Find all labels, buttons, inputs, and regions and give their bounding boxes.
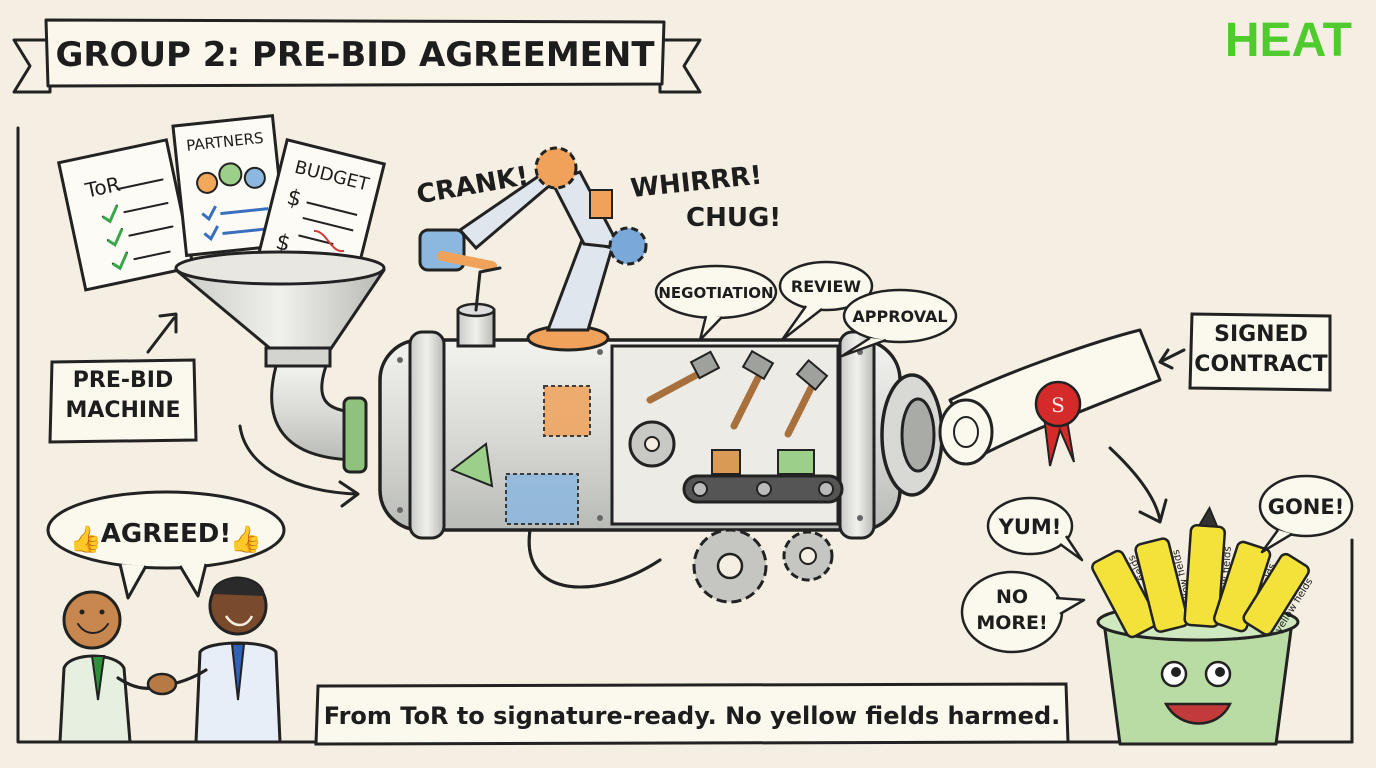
highlighters: yellow fields yellow fields yellow field…: [1091, 505, 1315, 639]
arrow: [238, 424, 358, 496]
bubble-review: REVIEW: [778, 260, 874, 342]
doc-partners: PARTNERS: [171, 114, 288, 258]
caption-box: From ToR to signature-ready. No yellow f…: [314, 682, 1070, 746]
caption-text: From ToR to signature-ready. No yellow f…: [324, 702, 1061, 730]
machine-label-text: PRE-BID MACHINE: [65, 368, 181, 423]
bubble-gone: GONE!: [1258, 474, 1354, 554]
gear-icon: [692, 528, 768, 604]
title-banner: GROUP 2: PRE-BID AGREEMENT: [12, 18, 702, 94]
dollar-icon: $: [284, 185, 304, 213]
doc-tor: ToR: [56, 138, 196, 292]
doc-budget: BUDGET $ $: [255, 138, 387, 288]
bubble-no-more-text: NO MORE!: [976, 586, 1048, 634]
pipe-flange: [342, 396, 368, 474]
lower-pipe-outline: [527, 528, 662, 589]
bubble-gone-text: GONE!: [1268, 495, 1345, 519]
arrow: [1108, 446, 1162, 522]
bubble-approval: APPROVAL: [840, 288, 958, 358]
sound-whirrr: WHIRRR!: [629, 160, 763, 204]
signed-contract-label: SIGNED CONTRACT: [1158, 312, 1332, 392]
bubble-negotiation: NEGOTIATION: [654, 264, 778, 342]
funnel: [174, 250, 386, 368]
pre-bid-machine: [378, 302, 944, 540]
dollar-icon: $: [273, 230, 293, 258]
person-right: [160, 576, 282, 744]
handshake-icon: [146, 672, 178, 696]
wax-seal-icon: S: [1051, 393, 1065, 417]
arrow-head: [1138, 498, 1168, 524]
bubble-yum: YUM!: [986, 496, 1084, 562]
heat-logo: HEAT: [1225, 14, 1352, 67]
robot-arm: [418, 146, 648, 352]
step-approval: APPROVAL: [852, 307, 947, 326]
contract-scroll: S: [938, 328, 1162, 467]
thumbs-up-icon: 👍: [230, 524, 262, 554]
agreed-text: AGREED!: [101, 519, 231, 549]
gear-icon: [782, 530, 834, 582]
person-left: [58, 590, 166, 744]
machine-label: PRE-BID MACHINE: [48, 312, 198, 444]
banner-title: GROUP 2: PRE-BID AGREEMENT: [55, 35, 655, 75]
bubble-yum-text: YUM!: [998, 515, 1062, 539]
signed-contract-text: SIGNED CONTRACT: [1194, 322, 1328, 377]
bubble-no-more: NO MORE!: [960, 570, 1086, 654]
thumbs-up-icon: 👍: [70, 524, 102, 554]
step-review: REVIEW: [791, 277, 862, 296]
step-negotiation: NEGOTIATION: [658, 284, 773, 302]
bubble-agreed: 👍 AGREED! 👍: [46, 490, 286, 600]
sound-chug: CHUG!: [686, 203, 781, 233]
arrow-head: [338, 480, 360, 508]
